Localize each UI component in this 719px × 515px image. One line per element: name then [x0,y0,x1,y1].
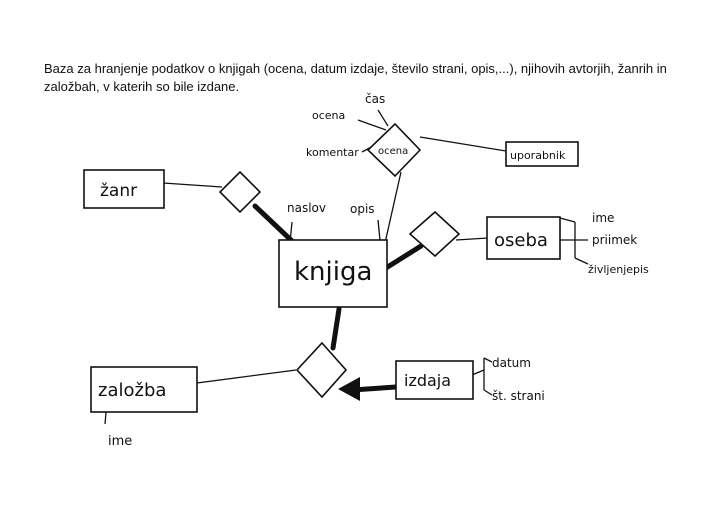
entity-box-zanr [83,169,165,209]
relationship-diamond-ocena [366,122,422,178]
entity-box-zalozba [90,366,198,413]
attribute-ocena: ocena [312,109,345,122]
description-text: Baza za hranjenje podatkov o knjigah (oc… [44,61,667,94]
entity-label-uporabnik: uporabnik [510,149,566,162]
relationship-label-ocena: ocena [378,146,408,157]
entity-box-izdaja [395,360,474,400]
entity-label-zalozba: založba [98,380,166,401]
attribute-ime-oseba: ime [592,211,614,225]
arrow-head-icon [338,377,360,401]
entity-box-uporabnik [505,141,579,167]
relationship-diamond-izdaja [295,341,348,399]
entity-label-knjiga: knjiga [294,257,372,287]
relationship-diamond-zanr [218,170,262,214]
attribute-opis: opis [350,202,375,216]
attribute-naslov: naslov [287,201,326,215]
relationship-diamond-oseba [408,210,461,258]
entity-label-oseba: oseba [494,230,548,251]
entity-box-oseba [486,216,561,260]
entity-label-izdaja: izdaja [404,371,451,390]
connector-lines [104,109,589,425]
attribute-datum: datum [492,356,531,370]
attribute-ime-zalozba: ime [108,434,132,449]
attribute-komentar: komentar [306,146,359,159]
entity-label-zanr: žanr [100,181,137,201]
entity-box-knjiga [278,239,388,308]
attribute-st-strani: št. strani [492,389,545,403]
attribute-cas: čas [365,92,385,106]
attribute-zivljenjepis: življenjepis [588,263,649,276]
attribute-priimek: priimek [592,233,637,247]
